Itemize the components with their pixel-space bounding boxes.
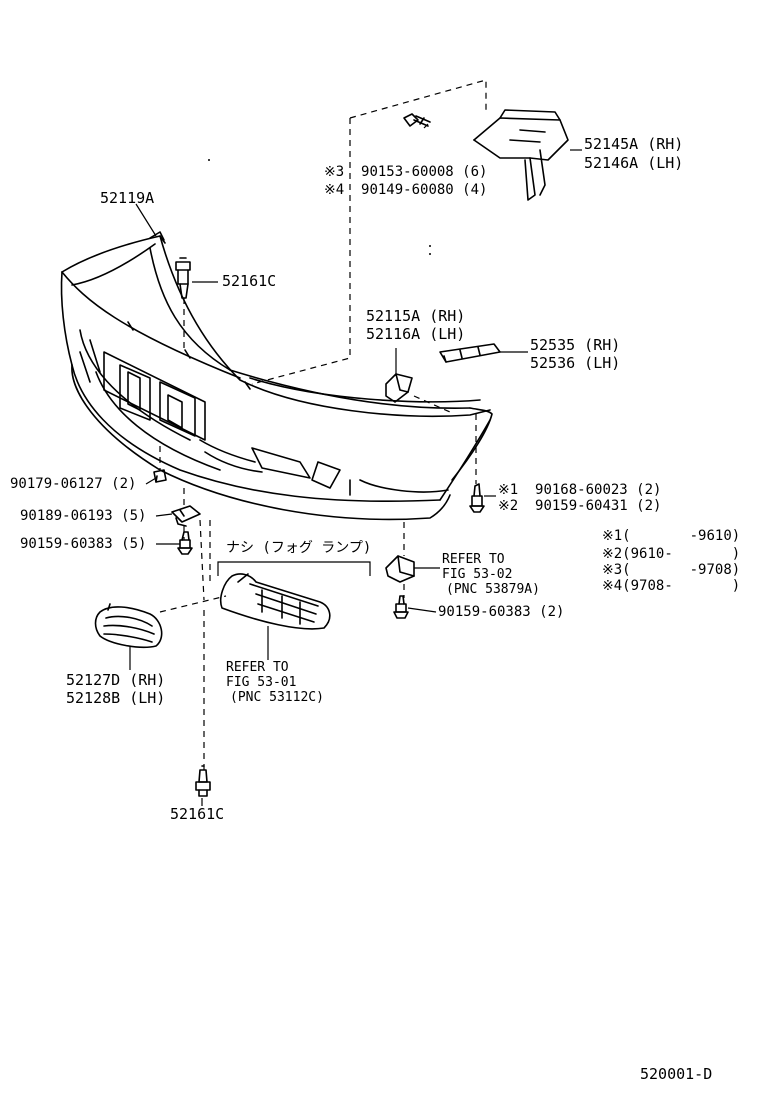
legend-4: ※4(9708- ) xyxy=(602,578,741,594)
label-screw-left: 90159-60383 (5) xyxy=(20,536,147,552)
label-bolt-3: ※3 90153-60008 (6) xyxy=(324,164,488,180)
label-grille-rh: 52127D (RH) xyxy=(66,671,166,689)
clip-top-drawing xyxy=(175,257,191,299)
label-screw-right: 90159-60383 (2) xyxy=(438,604,565,620)
registration-dots xyxy=(208,159,431,255)
refer-left-line1: REFER TO xyxy=(226,660,289,675)
label-seal-lh: 52536 (LH) xyxy=(530,354,621,372)
label-screw-1: ※1 90168-60023 (2) xyxy=(498,482,662,498)
label-retainer-rh: 52115A (RH) xyxy=(366,307,466,325)
dashed-leader-lines xyxy=(159,79,487,770)
label-seal-rh: 52535 (RH) xyxy=(530,336,621,354)
legend-1: ※1( -9610) xyxy=(602,528,741,544)
screw-right-upper-drawing xyxy=(469,483,485,513)
label-grille-lh: 52128B (LH) xyxy=(66,689,166,707)
screw-right-lower-drawing xyxy=(393,595,409,619)
fog-cover-drawing xyxy=(219,573,331,630)
label-upper-bracket-rh: 52145A (RH) xyxy=(584,135,684,153)
retainer-drawing xyxy=(385,373,413,403)
fog-note: ナシ (フォグ ランプ) xyxy=(226,540,372,556)
label-clip-top: 52161C xyxy=(222,272,277,290)
label-bumper-cover: 52119A xyxy=(100,189,155,207)
leader-lines xyxy=(129,123,582,806)
label-upper-bracket-lh: 52146A (LH) xyxy=(584,154,684,172)
screw-left-drawing xyxy=(177,531,193,555)
refer-left-line2: FIG 53-01 xyxy=(226,675,297,690)
legend-3: ※3( -9708) xyxy=(602,562,741,578)
bracket-small-right-drawing xyxy=(385,555,415,583)
refer-right-line2: FIG 53-02 xyxy=(442,567,513,582)
label-bolt-4: ※4 90149-60080 (4) xyxy=(324,182,488,198)
label-screw-2: ※2 90159-60431 (2) xyxy=(498,498,662,514)
clip-bottom-drawing xyxy=(195,765,211,797)
seal-drawing xyxy=(439,343,501,363)
refer-left-line3: (PNC 53112C) xyxy=(230,690,324,705)
bolt-90153-drawing xyxy=(403,113,431,127)
refer-right-line1: REFER TO xyxy=(442,552,505,567)
label-clip-90189: 90189-06193 (5) xyxy=(20,508,147,524)
upper-bracket-drawing xyxy=(473,109,569,201)
refer-right-line3: (PNC 53879A) xyxy=(446,582,540,597)
label-retainer-lh: 52116A (LH) xyxy=(366,325,466,343)
diagram-id: 520001-D xyxy=(640,1065,713,1083)
label-nut-clip: 90179-06127 (2) xyxy=(10,476,137,492)
label-clip-bottom: 52161C xyxy=(170,805,225,823)
legend-2: ※2(9610- ) xyxy=(602,546,741,562)
grille-drawing xyxy=(94,603,163,649)
bumper-cover-drawing xyxy=(60,231,493,521)
nut-clip-drawing xyxy=(153,469,167,483)
clip-90189-drawing xyxy=(171,505,201,527)
